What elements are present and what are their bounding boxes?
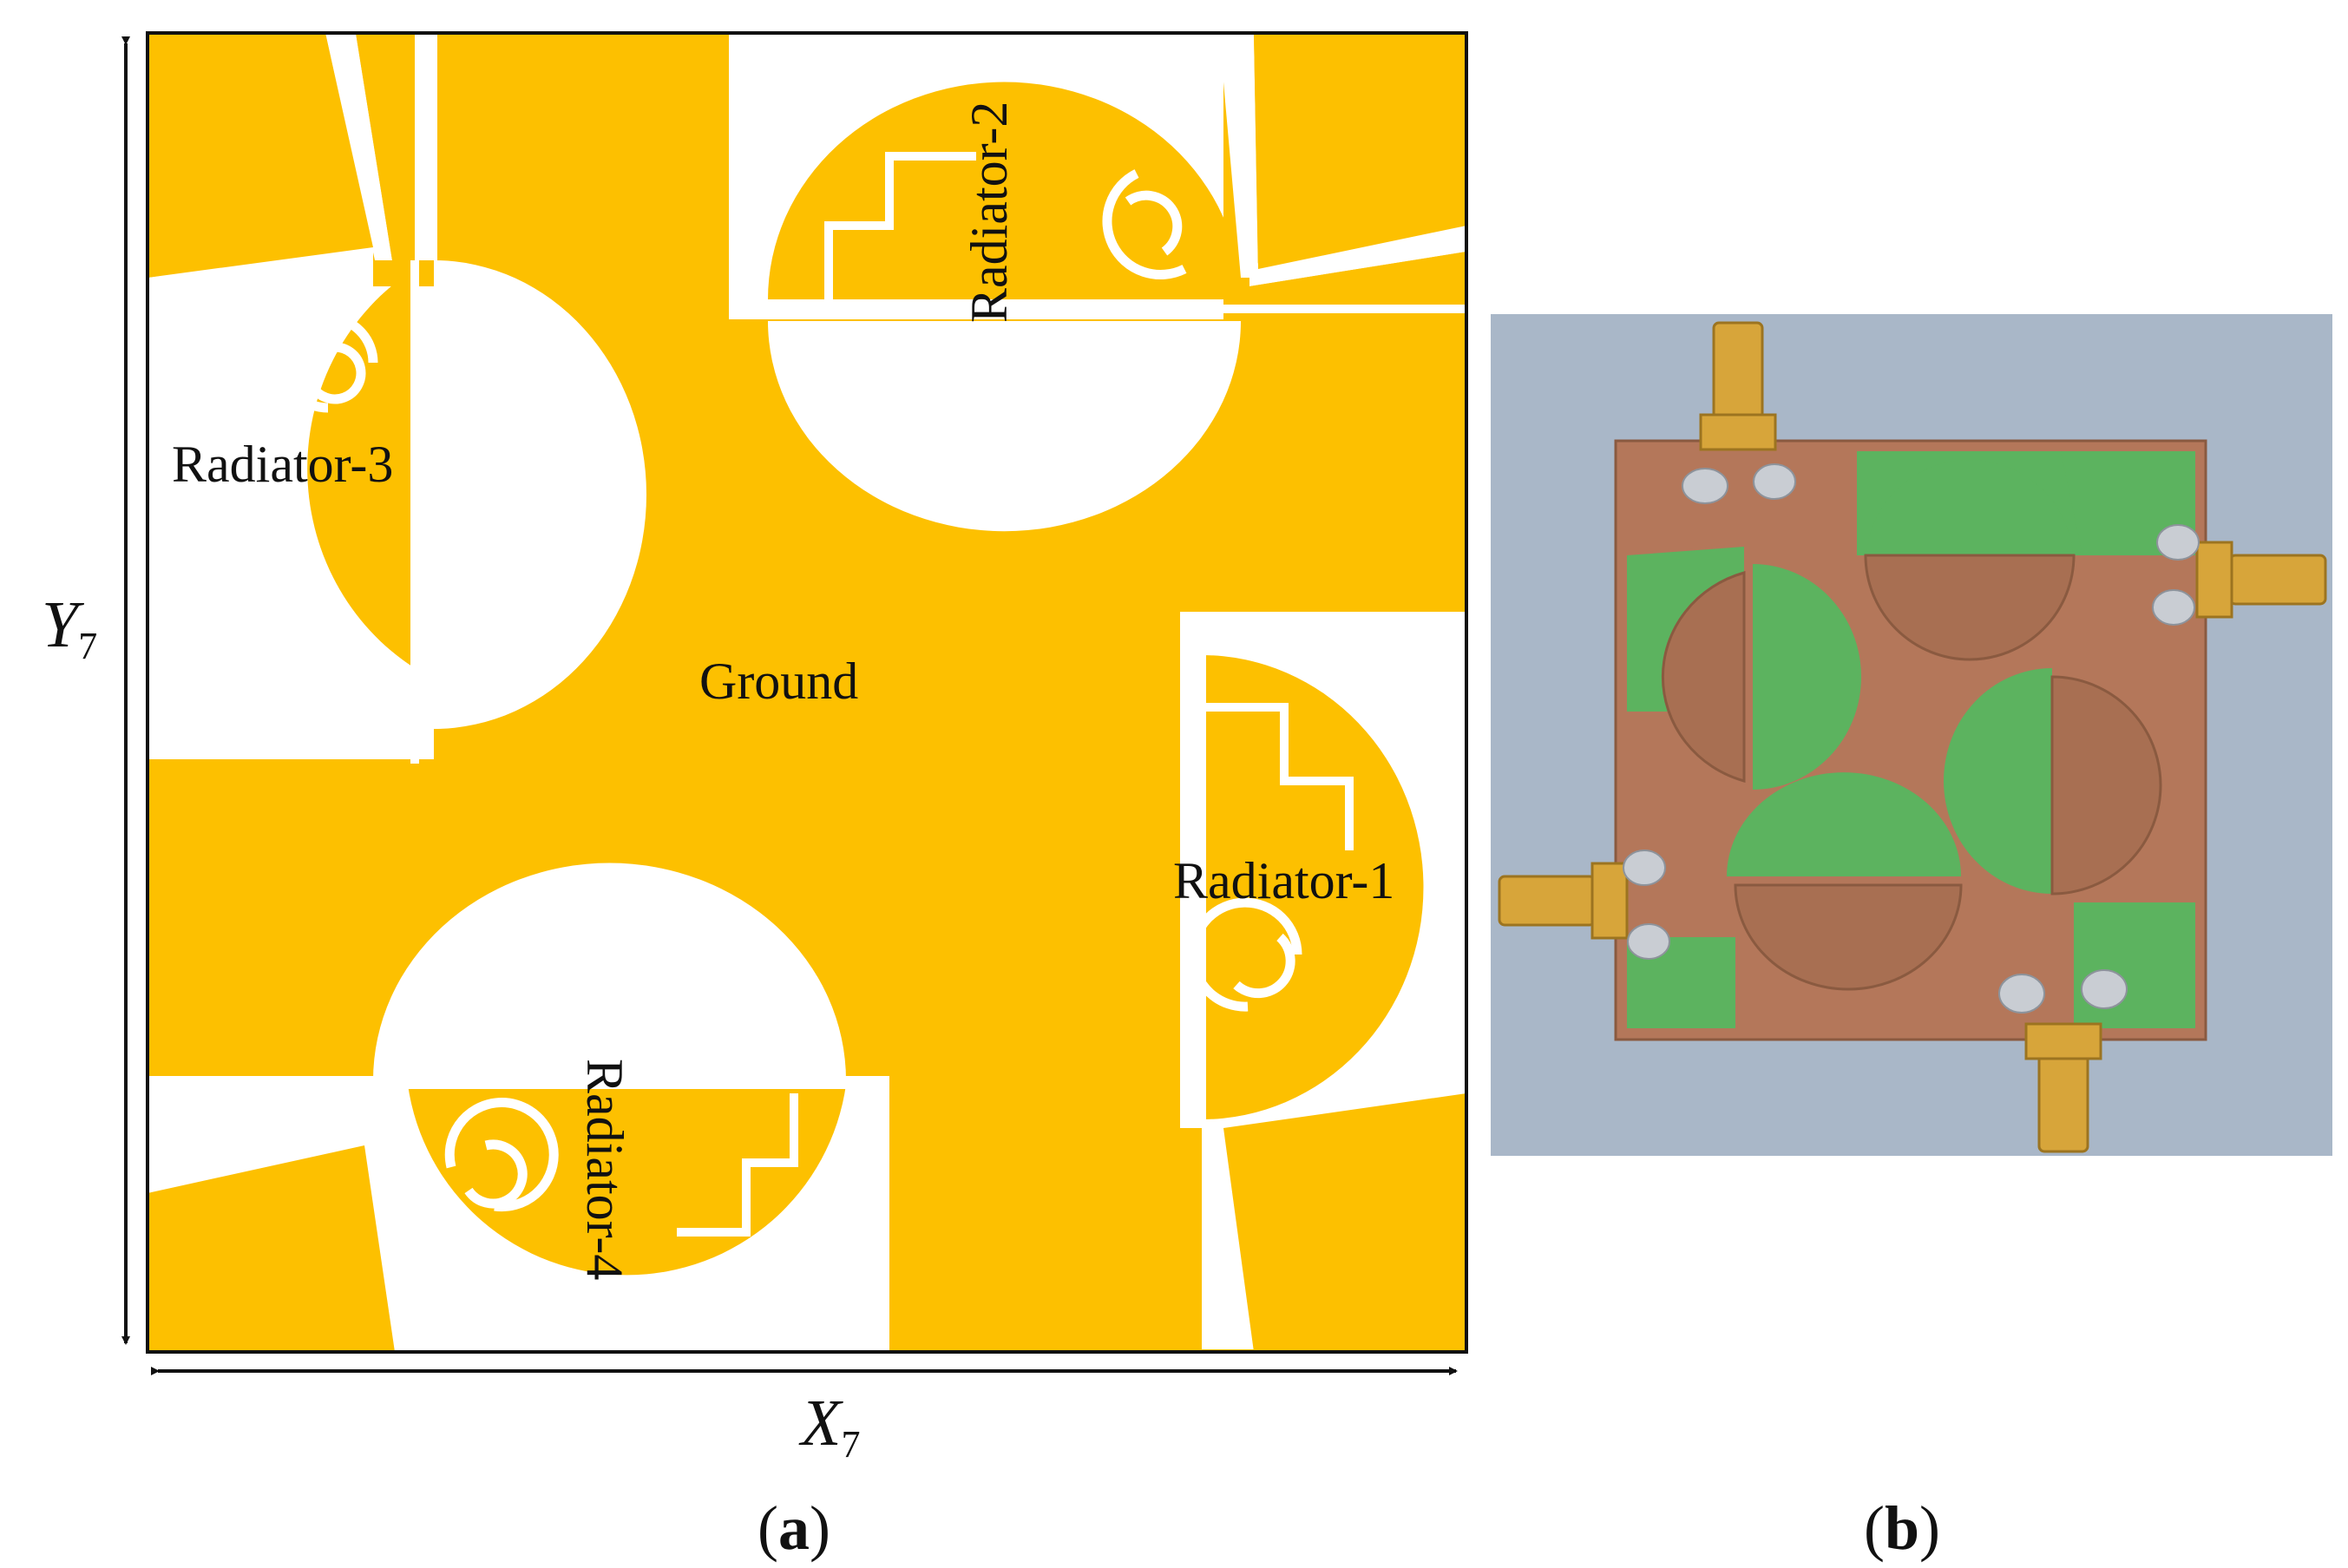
ground-corner-top-right — [1223, 33, 1466, 269]
ground-corner-bottom-right — [1223, 1093, 1466, 1352]
radiator-3-patch — [307, 269, 415, 668]
label-radiator-4: Radiator-4 — [576, 1059, 633, 1280]
slot-features — [148, 152, 1466, 1237]
fabricated-mimo-antenna-photo — [1498, 321, 2327, 1153]
board-outline — [146, 31, 1468, 1354]
radiator-2-patch — [768, 82, 1241, 299]
radiator-3-step-slot — [260, 538, 415, 681]
label-radiator-1: Radiator-1 — [1173, 852, 1394, 909]
label-ground: Ground — [699, 653, 858, 710]
radiator-1-step-slot — [1206, 703, 1354, 850]
panel-a-layout: Radiator-3 Ground Radiator-1 Radiator-2 … — [42, 31, 1468, 1563]
panel-b-photo: (b) — [1491, 314, 2332, 1563]
caption-b: (b) — [1864, 1493, 1940, 1563]
label-radiator-2: Radiator-2 — [961, 102, 1018, 323]
radiator-1-ring — [1188, 897, 1302, 1012]
copper-elements — [148, 33, 1466, 1352]
radiator-4-step-slot — [677, 1093, 798, 1237]
axis-label-y: Y7 — [42, 588, 97, 667]
split-ring-resonators — [278, 169, 1302, 1212]
radiator-1-patch — [1202, 655, 1424, 1119]
caption-a: (a) — [758, 1493, 830, 1563]
radiator-2-ring — [1102, 169, 1187, 279]
label-radiator-3: Radiator-3 — [172, 436, 393, 493]
axis-label-x: X7 — [798, 1387, 860, 1466]
radiator-2-step-slot — [824, 152, 976, 299]
ground-corner-top-left — [148, 33, 373, 278]
radiator-3-ring — [278, 312, 378, 413]
radiator-4-patch — [408, 1085, 846, 1276]
ground-corner-bottom-left — [148, 1145, 395, 1352]
radiator-4-ring — [444, 1098, 559, 1212]
